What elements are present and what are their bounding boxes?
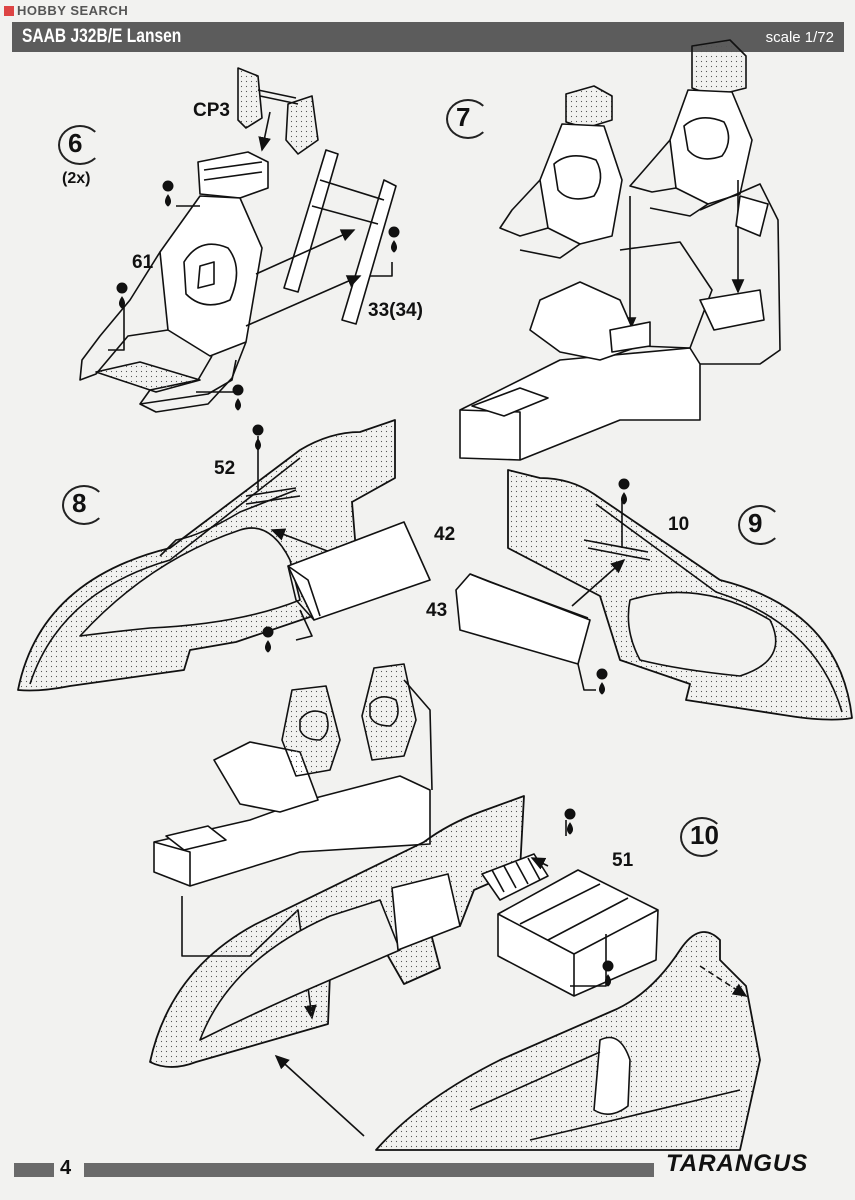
step-10-number: 10	[680, 817, 724, 857]
glue-drop-c	[602, 960, 614, 987]
hobbysearch-watermark: HOBBY SEARCH	[4, 3, 128, 18]
step7-cockpit-drawing	[459, 39, 781, 461]
document-title: SAAB J32B/E Lansen	[22, 26, 182, 47]
glue-drop-c	[388, 226, 400, 253]
page-header: SAAB J32B/E Lansen scale 1/72	[12, 22, 844, 52]
glue-drop-b	[252, 424, 264, 451]
part-label-10: 10	[668, 514, 690, 535]
step-6-number: 6	[58, 125, 102, 165]
glue-drop-c	[262, 626, 274, 653]
step-8-number: 8	[62, 485, 106, 525]
scale-label: scale 1/72	[765, 29, 834, 46]
glue-drop-f	[116, 282, 128, 309]
part-label-52: 52	[214, 458, 236, 479]
glue-drop-c	[596, 668, 608, 695]
part-label-43: 43	[426, 600, 448, 621]
step-6-quantity: (2x)	[62, 170, 91, 187]
brand-logo: TARANGUS	[666, 1150, 809, 1177]
page-number: 4	[60, 1157, 72, 1179]
part-label-42: 42	[434, 524, 456, 545]
part-label-33: 33(34)	[368, 300, 423, 321]
glue-markers	[116, 180, 630, 987]
step8-fuselage-drawing	[17, 419, 431, 692]
step10-assembly-drawing	[149, 663, 761, 1151]
footer-bar-right	[84, 1163, 654, 1177]
footer-bar-left	[14, 1163, 54, 1177]
part-label-cp3: CP3	[193, 100, 230, 121]
glue-drop-b	[232, 384, 244, 411]
step6-seat-drawing	[79, 67, 397, 413]
part-label-51: 51	[612, 850, 634, 871]
glue-drop-c	[564, 808, 576, 835]
glue-drop-a	[162, 180, 174, 207]
step9-fuselage-drawing	[455, 469, 853, 721]
step-9-number: 9	[738, 505, 782, 545]
part-label-61: 61	[132, 252, 154, 273]
step-7-number: 7	[446, 99, 490, 139]
glue-drop-b	[618, 478, 630, 505]
